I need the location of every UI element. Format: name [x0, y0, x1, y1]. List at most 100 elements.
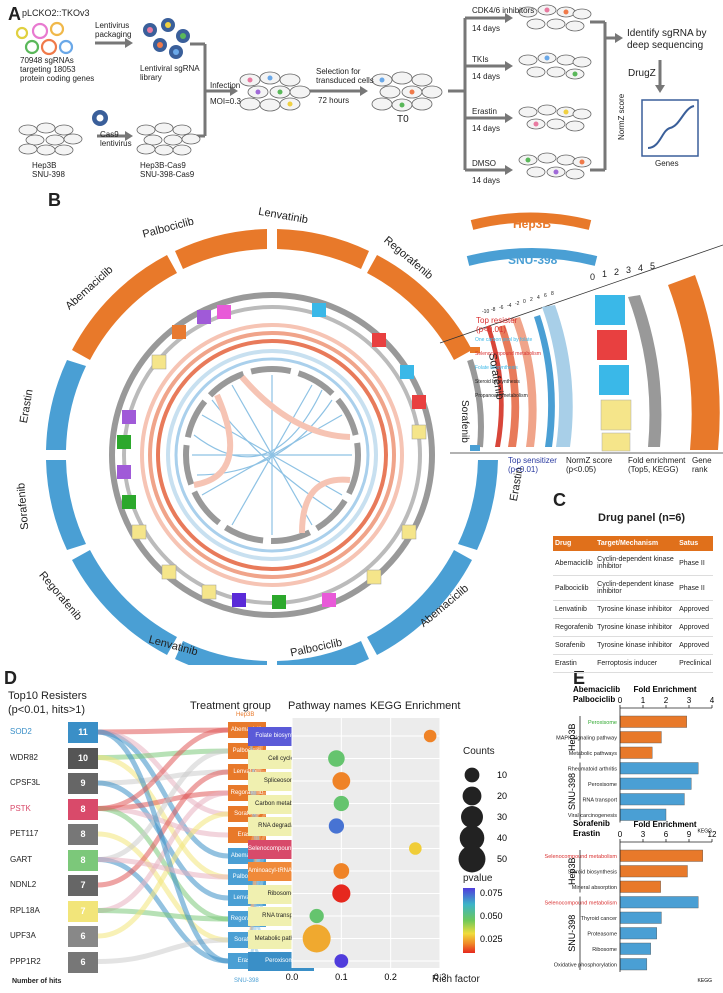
- size-legend-label: 10: [497, 770, 507, 780]
- size-legend-dot: [459, 825, 485, 851]
- e-x-tick: 12: [708, 830, 717, 839]
- resister-gene: GART: [10, 854, 33, 864]
- sankey-links: [97, 727, 268, 964]
- treatment-tki: TKIs: [472, 55, 489, 64]
- svg-text:8: 8: [551, 291, 554, 297]
- resister-hits: 6: [68, 926, 98, 947]
- resister-hits: 6: [68, 951, 98, 973]
- fold-enrichment-bars: [117, 303, 427, 609]
- t0-label: T0: [397, 114, 409, 125]
- e-chart-title: Fold Enrichment: [633, 820, 696, 829]
- e-x-tick: 0: [618, 830, 623, 839]
- cell-clusters: [18, 4, 592, 180]
- drug-table-header: Drug Target/Mechanism Satus: [553, 536, 713, 551]
- legend-hep3b-arc: [470, 212, 592, 230]
- size-legend-label: 30: [497, 812, 507, 822]
- resister-hits: 7: [68, 875, 98, 896]
- e-bar: [619, 927, 657, 940]
- resister-gene: RPL18A: [10, 905, 40, 915]
- selection-2: transduced cells: [316, 76, 374, 85]
- e-bar-label: Ribosome: [592, 947, 617, 953]
- hep3b-group-label: Hep3B: [236, 712, 255, 718]
- treatment-cdk: CDK4/6 inhibitors: [472, 6, 535, 15]
- e-note: KEGG: [698, 829, 713, 835]
- cas9-cells-1: Hep3B-Cas9: [140, 161, 186, 170]
- e-group-label: SNU-398: [567, 773, 577, 810]
- resisters-title-2: (p<0.01, hits>1): [8, 704, 86, 716]
- zoom-pathway-5: Propanoate metabolism: [475, 393, 528, 399]
- normz-ring: [156, 339, 388, 571]
- svg-text:2: 2: [530, 297, 533, 303]
- e-x-tick: 6: [664, 830, 669, 839]
- svg-text:-6: -6: [499, 305, 504, 311]
- kegg-point: [328, 818, 345, 834]
- svg-text:-8: -8: [491, 307, 496, 313]
- svg-text:4: 4: [537, 295, 540, 301]
- treatment-dmso: DMSO: [472, 159, 496, 168]
- lenti-library-2: library: [140, 73, 162, 82]
- e-bar: [619, 746, 653, 759]
- panel-label-a: A: [8, 4, 21, 24]
- library-desc-2: targeting 18053: [20, 65, 76, 74]
- e-bar-label: Proteasome: [587, 931, 617, 937]
- resister-gene: SOD2: [10, 727, 32, 736]
- drug-cell: Regorafenib: [553, 618, 596, 637]
- e-note: KEGG: [698, 978, 713, 984]
- zoom-pathway-2: Selenocompound metabolism: [475, 351, 541, 357]
- e-bar: [619, 849, 704, 862]
- panel-label-e: E: [573, 668, 586, 688]
- cas9-lenti-2: lentivirus: [100, 139, 132, 148]
- size-legend-label: 20: [497, 791, 507, 801]
- e-x-tick: 9: [687, 830, 692, 839]
- e-bar-label: Viral carcinogenesis: [568, 813, 617, 819]
- mechanism-cell: Ferroptosis inducer: [595, 654, 678, 673]
- fold-enrichment-ticks: 0 1 2 3 4 5: [590, 261, 655, 282]
- e-bar: [619, 880, 661, 893]
- resister-hits: 8: [68, 849, 98, 871]
- resister-hits: 10: [68, 747, 98, 769]
- svg-text:2: 2: [614, 267, 619, 277]
- e-x-tick: 3: [687, 696, 692, 705]
- genes-axis-label: Genes: [655, 159, 679, 168]
- size-legend-label: 40: [497, 833, 507, 843]
- svg-text:-4: -4: [507, 303, 512, 309]
- pvalue-legend-label: 0.025: [480, 934, 503, 944]
- vector-label: pLCKO2::TKOv3: [22, 8, 90, 18]
- svg-text:5: 5: [650, 261, 655, 271]
- e-x-tick: 1: [641, 696, 646, 705]
- kegg-point: [332, 772, 351, 790]
- drugz-curve-chart: [641, 99, 699, 157]
- cas9-cells-2: SNU-398-Cas9: [140, 170, 195, 179]
- status-col-header: Satus: [677, 536, 713, 551]
- identify-2: deep sequencing: [627, 40, 704, 51]
- drugz-label: DrugZ: [628, 68, 656, 79]
- e-group-label: Hep3B: [567, 857, 577, 885]
- rich-factor-label: Rich factor: [432, 974, 480, 985]
- e-bar: [619, 865, 688, 878]
- kegg-x-tick: 0.0: [286, 972, 299, 982]
- e-bar-label: Oxidative phosphorylation: [554, 962, 617, 968]
- e-bar-label: Selenocompound metabolism: [545, 854, 618, 860]
- counts-legend-title: Counts: [463, 746, 495, 757]
- size-legend-dot: [462, 786, 482, 806]
- e-group-title: Abemaciclib: [573, 685, 620, 694]
- e-bar-label: MAPK signaling pathway: [556, 735, 617, 741]
- resisters-title-1: Top10 Resisters: [8, 690, 87, 702]
- lenti-library-1: Lentiviral sgRNA: [140, 64, 200, 73]
- resister-hits: 8: [68, 798, 98, 820]
- e-bar: [619, 808, 667, 821]
- moi-label: MOI=0.3: [210, 97, 241, 106]
- days-1: 14 days: [472, 24, 501, 33]
- pvalue-color-bar: [463, 888, 475, 953]
- e-chart-title: Fold Enrichment: [633, 685, 696, 694]
- top-gene-ring: [183, 366, 361, 544]
- e-bar: [619, 911, 662, 924]
- top-sensitizer-label: Top sensitizer(p<0.01): [508, 456, 557, 475]
